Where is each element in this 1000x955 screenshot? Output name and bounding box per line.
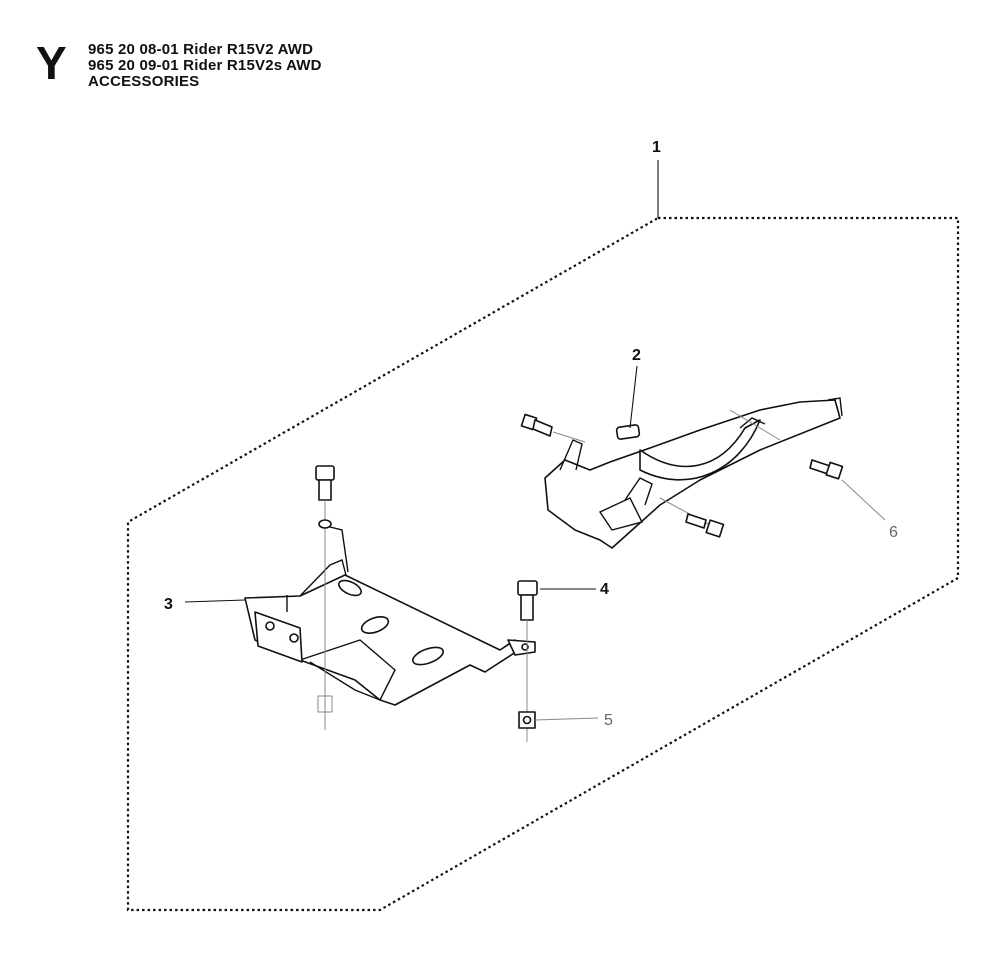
bolt-6b bbox=[729, 409, 781, 441]
callout-1: 1 bbox=[652, 139, 661, 156]
callout-2: 2 bbox=[632, 347, 641, 364]
bolt-6d bbox=[809, 459, 844, 480]
leader-5 bbox=[534, 717, 599, 721]
section-letter: Y bbox=[36, 37, 67, 89]
header-lines: 965 20 08-01 Rider R15V2 AWD 965 20 09-0… bbox=[88, 42, 322, 90]
callout-4: 4 bbox=[600, 581, 609, 598]
leader-3 bbox=[184, 599, 246, 603]
nut-5 bbox=[518, 711, 536, 729]
bolt-6a bbox=[520, 413, 586, 443]
kit-boundary bbox=[126, 216, 960, 912]
bolt-6c bbox=[659, 497, 725, 538]
leader-2 bbox=[629, 365, 638, 429]
bolt-4a bbox=[315, 465, 335, 730]
callout-3: 3 bbox=[164, 596, 173, 613]
part-2-front-bracket bbox=[544, 397, 843, 549]
part-3-rear-plate bbox=[244, 524, 536, 706]
section-title: ACCESSORIES bbox=[88, 73, 200, 90]
leader-6 bbox=[841, 479, 886, 521]
callout-6: 6 bbox=[889, 524, 898, 541]
model-line-2: 965 20 09-01 Rider R15V2s AWD bbox=[88, 57, 322, 74]
model-line-1: 965 20 08-01 Rider R15V2 AWD bbox=[88, 41, 314, 58]
bolt-4b bbox=[517, 580, 538, 742]
callout-5: 5 bbox=[604, 712, 613, 729]
